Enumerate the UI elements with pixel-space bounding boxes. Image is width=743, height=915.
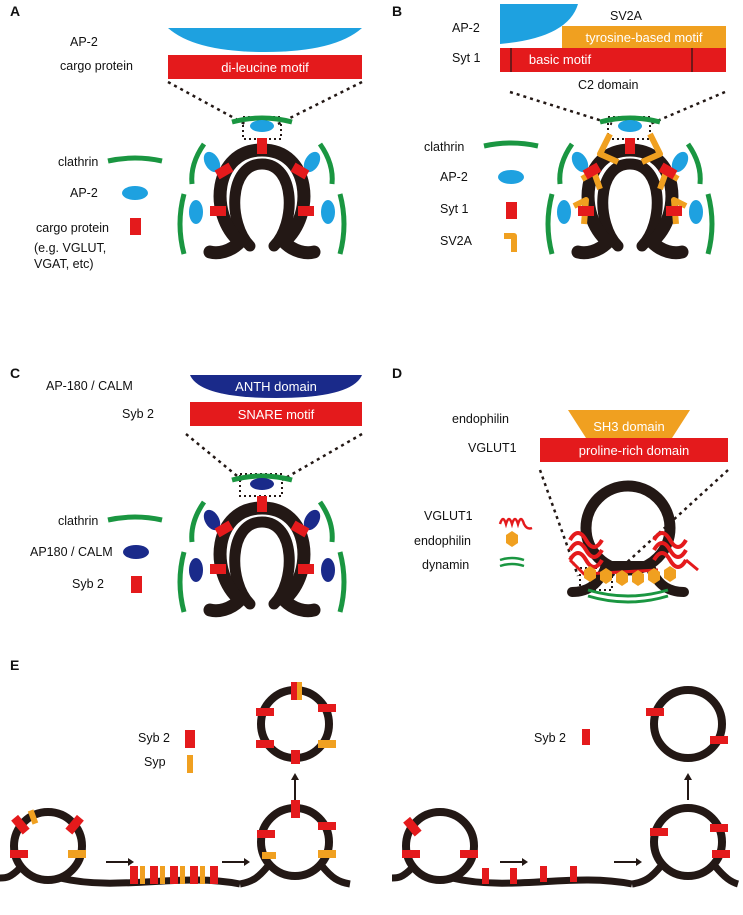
- proline-rich-domain-bar: [540, 438, 728, 462]
- legend-vglut1-label: VGLUT1: [424, 509, 473, 523]
- tyrosine-motif-bar: [562, 26, 726, 48]
- anth-domain-label: ANTH domain: [235, 379, 317, 394]
- di-leucine-motif-label: di-leucine motif: [221, 60, 309, 75]
- zoom-line-left-b: [509, 90, 613, 126]
- legend-cargo-label: cargo protein: [36, 221, 109, 235]
- zoom-line-left-c: [185, 433, 243, 481]
- right-vesicle-1: [391, 808, 478, 884]
- legend-endophilin-icon: [506, 531, 518, 547]
- legend-ap2-icon-b: [498, 170, 524, 184]
- panel-d: D endophilin SH3 domain VGLUT1 proline-r…: [392, 365, 729, 604]
- endophilin-label: endophilin: [452, 412, 509, 426]
- right-free-vesicle: [646, 686, 728, 762]
- panel-letter-c: C: [10, 365, 20, 381]
- snare-motif-bar: [190, 402, 362, 426]
- zoom-line-right-b: [649, 90, 726, 126]
- legend-vglut1-icon: [498, 517, 533, 530]
- legend-endophilin-label: endophilin: [414, 534, 471, 548]
- zoom-line-right-c: [281, 432, 363, 482]
- legend-ap2-label-b: AP-2: [440, 170, 468, 184]
- legend-dynamin-label: dynamin: [422, 558, 469, 572]
- coated-vesicle-a: [180, 118, 344, 254]
- legend-ap2-label: AP-2: [70, 186, 98, 200]
- coated-vesicle-b: [548, 118, 712, 254]
- zoom-line-right: [277, 80, 363, 126]
- vesicle-with-dynamin-d: [567, 480, 699, 604]
- legend-cargo-icon: [130, 218, 141, 235]
- legend-syb2-label: Syb 2: [72, 577, 104, 591]
- ap2-label-b: AP-2: [452, 21, 480, 35]
- snare-motif-label: SNARE motif: [238, 407, 315, 422]
- legend-ap2-icon: [122, 186, 148, 200]
- arrow-left-2-head: [244, 858, 250, 866]
- coated-vesicle-c: [180, 476, 344, 612]
- legend-syb2-icon-e-right: [582, 729, 590, 745]
- legend-syp-label: Syp: [144, 755, 166, 769]
- legend-clathrin-icon: [107, 155, 163, 164]
- panel-c: C ANTH domain AP-180 / CALM Syb 2 SNARE …: [10, 365, 363, 612]
- sh3-domain-shape: [568, 410, 690, 438]
- ap2-domain-shape-b: [500, 4, 578, 44]
- legend-syb2-icon-e: [185, 730, 195, 748]
- panel-a: A AP-2 cargo protein di-leucine motif cl…: [10, 3, 363, 271]
- panel-b: B AP-2 SV2A tyrosine-based motif Syt 1 b…: [392, 3, 726, 254]
- legend-syb2-icon: [131, 576, 142, 593]
- legend-clathrin-icon-c: [107, 514, 163, 523]
- legend-syb2-label-e: Syb 2: [138, 731, 170, 745]
- arrow-up-left-head: [291, 773, 299, 780]
- legend-syp-icon: [187, 755, 193, 773]
- vglut1-label: VGLUT1: [468, 441, 517, 455]
- legend-cargo-note-1: (e.g. VGLUT,: [34, 241, 106, 255]
- legend-syt1-icon: [506, 202, 517, 219]
- legend-ap180-label: AP180 / CALM: [30, 545, 113, 559]
- panel-letter-d: D: [392, 365, 402, 381]
- legend-syb2-label-e-right: Syb 2: [534, 731, 566, 745]
- ap2-label: AP-2: [70, 35, 98, 49]
- legend-sv2a-icon: [504, 233, 517, 252]
- sh3-domain-label: SH3 domain: [593, 419, 665, 434]
- left-free-vesicle: [256, 682, 336, 764]
- left-vesicle-1: [0, 808, 86, 884]
- left-clustered-syb-syp: [130, 866, 218, 884]
- panel-letter-a: A: [10, 3, 20, 19]
- tyrosine-motif-label: tyrosine-based motif: [585, 30, 702, 45]
- legend-sv2a-label: SV2A: [440, 234, 473, 248]
- cargo-protein-label: cargo protein: [60, 59, 133, 73]
- panel-e: E Syb 2 Syp: [0, 657, 740, 888]
- c2-domain-label: C2 domain: [578, 78, 638, 92]
- syb2-label: Syb 2: [122, 407, 154, 421]
- proline-rich-domain-label: proline-rich domain: [579, 443, 690, 458]
- right-dispersed-syb: [482, 866, 577, 884]
- anth-domain-shape: [190, 375, 362, 398]
- zoom-line-left: [167, 80, 246, 126]
- legend-dynamin-icon-line2: [499, 562, 525, 568]
- legend-syt1-label: Syt 1: [440, 202, 469, 216]
- sv2a-label: SV2A: [610, 9, 643, 23]
- panel-letter-b: B: [392, 3, 402, 19]
- legend-clathrin-icon-b: [483, 140, 539, 149]
- arrow-up-right-head: [684, 773, 692, 780]
- arrow-right-1-head: [522, 858, 528, 866]
- legend-clathrin-label-b: clathrin: [424, 140, 464, 154]
- syt1-label: Syt 1: [452, 51, 481, 65]
- arrow-right-2-head: [636, 858, 642, 866]
- legend-clathrin-label-c: clathrin: [58, 514, 98, 528]
- panel-letter-e: E: [10, 657, 19, 673]
- basic-motif-label: basic motif: [529, 52, 592, 67]
- arrow-left-1-head: [128, 858, 134, 866]
- di-leucine-motif-bar: [168, 55, 362, 79]
- left-budding-vesicle: [239, 800, 351, 888]
- legend-clathrin-label: clathrin: [58, 155, 98, 169]
- ap2-domain-shape: [168, 28, 362, 52]
- zoom-line-left-d: [538, 469, 580, 577]
- right-budding-vesicle: [631, 804, 740, 888]
- legend-ap180-icon: [123, 545, 149, 559]
- basic-motif-bar: [500, 48, 726, 72]
- legend-cargo-note-2: VGAT, etc): [34, 257, 94, 271]
- legend-dynamin-icon: [499, 556, 525, 562]
- ap180-label: AP-180 / CALM: [46, 379, 133, 393]
